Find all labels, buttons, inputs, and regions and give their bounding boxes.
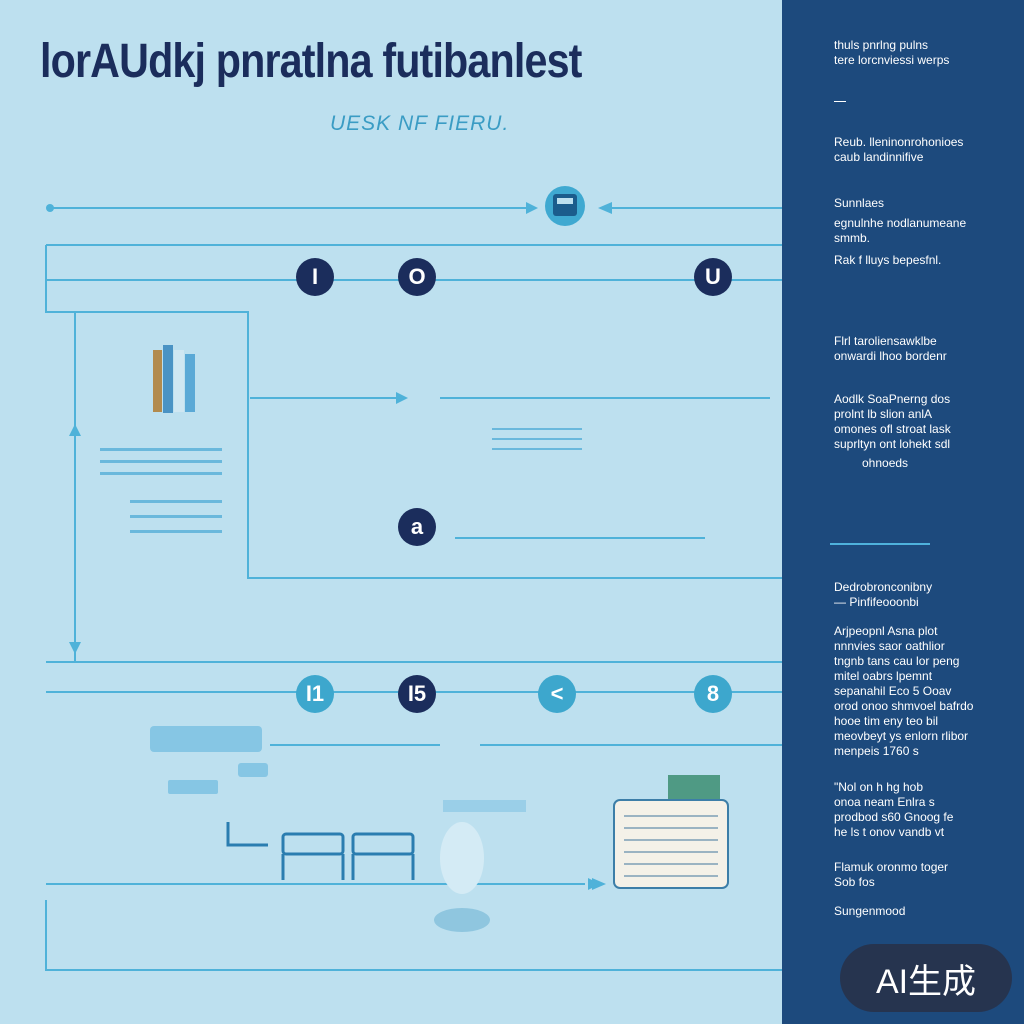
arrowhead-top [526, 202, 538, 214]
sidebar-text: Sungenmood [834, 904, 906, 918]
bottom-frame [45, 900, 782, 971]
step-node: < [538, 675, 576, 713]
server-icon [150, 726, 268, 794]
text-line [492, 428, 582, 430]
text-line [100, 472, 222, 475]
step-node: 8 [694, 675, 732, 713]
step-node: I [296, 258, 334, 296]
desk-icon [226, 822, 415, 880]
text-line [100, 460, 222, 463]
sidebar-text: egnulnhe nodlanumeane smmb. [834, 216, 967, 245]
start-dot [46, 204, 54, 212]
diagram-title: lorAUdkj pnratlna futibanlest [40, 35, 582, 88]
arrowhead-left-up [69, 424, 81, 436]
text-line [492, 448, 582, 450]
sidebar-text: Dedrobronconibny — Pinfifeooonbi [834, 580, 933, 609]
sidebar-text: ohnoeds [862, 456, 909, 470]
database-icon [545, 186, 585, 226]
flow-diagram [45, 186, 782, 971]
sidebar-text: Flrl taroliensawklbe onwardi lhoo borden… [834, 334, 947, 363]
step-node: U [694, 258, 732, 296]
step-node: O [398, 258, 436, 296]
text-line [492, 438, 582, 440]
sidebar-rule [830, 543, 930, 545]
sidebar-heading: Sunnlaes [834, 196, 885, 210]
diagram-subtitle: UESK NF FIERU. [330, 112, 510, 135]
arrowhead-top-left [598, 202, 612, 214]
step-node: I1 [296, 675, 334, 713]
sidebar-text: Arjpeopnl Asna plot nnnvies saor oathlio… [834, 624, 974, 758]
text-line [130, 530, 222, 533]
step-node: I5 [398, 675, 436, 713]
sidebar-text: thuls pnrlng pulns tere lorcnviessi werp… [834, 38, 950, 67]
sidebar-text: Rak f lluys bepesfnl. [834, 253, 942, 267]
document-icon [613, 775, 729, 889]
ai-generated-badge: AI生成 [840, 944, 1012, 1012]
text-line [130, 500, 222, 503]
arrowhead-left-down [69, 642, 81, 654]
sidebar-dash [834, 101, 846, 102]
step-node: a [398, 508, 436, 546]
left-bracket-path [45, 245, 782, 579]
sidebar-text: Flamuk oronmo toger Sob fos [834, 860, 949, 889]
sidebar-text: Reub. lleninonrohonioes caub landinnifiv… [834, 135, 964, 164]
sidebar: thuls pnrlng pulns tere lorcnviessi werp… [782, 0, 1024, 1024]
sidebar-text: Aodlk SoaPnerng dos prolnt lb slion anlA… [834, 392, 951, 451]
text-line [130, 515, 222, 518]
arrowhead-lower [588, 878, 600, 890]
diagram-canvas: lorAUdkj pnratlna futibanlest UESK NF FI… [40, 35, 782, 971]
sidebar-text: "Nol on h hg hob onoa neam Enlra s prodb… [834, 780, 954, 839]
robot-figure-icon [434, 800, 526, 932]
text-line [100, 448, 222, 451]
book-stack-icon [153, 345, 195, 413]
arrowhead-mid [396, 392, 408, 404]
